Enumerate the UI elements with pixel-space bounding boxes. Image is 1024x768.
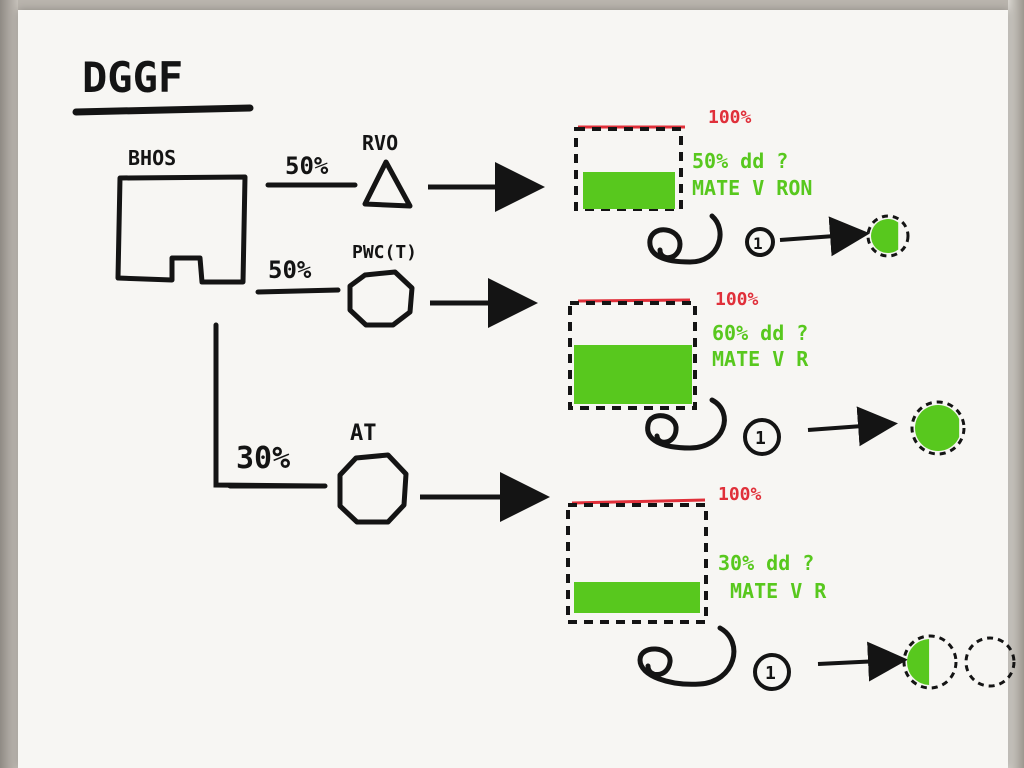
branch-2-underline bbox=[255, 287, 341, 295]
branch-3-fill-level bbox=[574, 582, 700, 613]
branch-2-note-1: 60% dd ? bbox=[712, 321, 808, 345]
branch-1-container bbox=[574, 127, 683, 211]
branch-1-step-circle bbox=[745, 227, 775, 257]
branch-1-shape-label: RVO bbox=[362, 131, 398, 155]
branch-2-full-label: 100% bbox=[715, 289, 759, 310]
branch-2-loop bbox=[645, 397, 727, 451]
branch-1-percent: 50% bbox=[285, 152, 329, 180]
branch-1-result-circle bbox=[866, 214, 910, 258]
branch-3-container bbox=[566, 503, 708, 624]
branch-1-note-1: 50% dd ? bbox=[692, 149, 788, 173]
background-right bbox=[1008, 0, 1024, 768]
branch-1-note-2: MATE V RON bbox=[692, 176, 812, 200]
branch-2-note-2: MATE V R bbox=[712, 347, 809, 371]
source-label: BHOS bbox=[128, 146, 176, 170]
branch-1-result-fill bbox=[871, 219, 899, 253]
branch-3-step-circle bbox=[753, 653, 791, 691]
title-underline bbox=[72, 104, 254, 116]
branch-1-step: 1 bbox=[753, 234, 763, 253]
branch-3-result-circle-1 bbox=[902, 634, 958, 690]
branch-3: 30% AT 100% 30% dd ? MATE V R 1 bbox=[227, 421, 1016, 691]
branch-2-result-arrow bbox=[807, 406, 898, 447]
branch-2-step-circle bbox=[743, 418, 781, 456]
branch-1-result-arrow bbox=[779, 216, 870, 257]
source-box bbox=[115, 174, 248, 285]
diagram-title: DGGF bbox=[82, 53, 183, 102]
branch-2: 50% PWC(T) 100% 60% dd ? MATE V R 1 bbox=[255, 242, 966, 456]
branch-3-full-line bbox=[571, 498, 706, 505]
branch-3-result-fill bbox=[907, 639, 930, 685]
octagon-shape bbox=[347, 269, 415, 328]
branch-2-shape-label: PWC(T) bbox=[352, 242, 417, 263]
branch-1-fill-level bbox=[583, 172, 675, 209]
branch-3-result-circle-2 bbox=[964, 636, 1016, 688]
branch-1: 50% RVO 100% 50% dd ? MATE V RON 1 bbox=[265, 107, 910, 265]
branch-2-full-line bbox=[577, 298, 691, 303]
octagon-shape-2 bbox=[337, 452, 409, 525]
branch-2-step: 1 bbox=[755, 428, 766, 449]
branch-2-result-circle bbox=[910, 400, 966, 456]
branch-3-shape-label: AT bbox=[350, 421, 377, 446]
paper-sheet bbox=[18, 10, 1008, 768]
branch-2-result-fill bbox=[914, 405, 960, 451]
branch-1-loop bbox=[647, 213, 723, 265]
branch-3-full-label: 100% bbox=[718, 484, 762, 505]
branch-3-result-arrow bbox=[817, 641, 908, 682]
branch-3-note-2: MATE V R bbox=[730, 579, 827, 603]
triangle-shape bbox=[362, 159, 413, 209]
branch-3-note-1: 30% dd ? bbox=[718, 551, 814, 575]
branch-2-fill-level bbox=[574, 345, 692, 404]
background-left bbox=[0, 0, 18, 768]
branch-3-percent: 30% bbox=[236, 441, 290, 476]
branch-2-container bbox=[568, 301, 697, 410]
branch-3-step: 1 bbox=[765, 663, 776, 684]
branch-3-loop bbox=[637, 625, 737, 687]
branch-2-percent: 50% bbox=[268, 256, 312, 284]
branch-1-full-label: 100% bbox=[708, 107, 752, 128]
